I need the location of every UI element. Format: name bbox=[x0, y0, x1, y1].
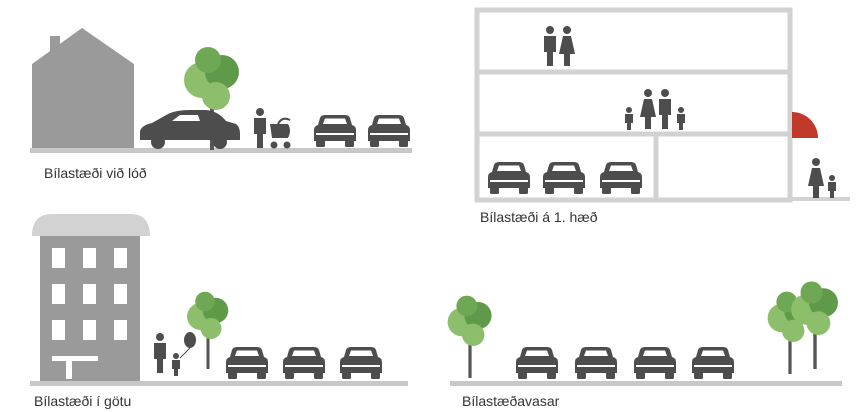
parked-car-icon bbox=[543, 162, 585, 194]
family-icon bbox=[625, 89, 685, 130]
parked-car-icon bbox=[226, 347, 268, 379]
ground-floor-caption: Bílastæði á 1. hæð bbox=[480, 209, 598, 225]
panel-ground-floor-parking: Bílastæði á 1. hæð bbox=[474, 7, 850, 225]
apartment-building-icon bbox=[32, 214, 150, 236]
person-icon bbox=[828, 175, 836, 198]
pockets-caption: Bílastæðavasar bbox=[462, 393, 560, 409]
lot-caption: Bílastæði við lóð bbox=[44, 165, 147, 181]
parked-car-icon bbox=[314, 115, 356, 147]
building-windows bbox=[52, 248, 127, 379]
sedan-car-icon bbox=[140, 110, 240, 149]
ground-line bbox=[450, 381, 842, 386]
street-caption: Bílastæði í götu bbox=[34, 393, 131, 409]
stroller-icon bbox=[270, 117, 291, 149]
door-icon bbox=[792, 112, 818, 138]
person-icon bbox=[808, 158, 824, 198]
parked-car-icon bbox=[488, 162, 530, 194]
ground-line bbox=[30, 381, 408, 386]
person-icon bbox=[254, 108, 266, 148]
parked-car-icon bbox=[575, 347, 617, 379]
tree-icon bbox=[447, 295, 492, 378]
panel-street-parking: Bílastæði í götu bbox=[30, 214, 408, 409]
parked-car-icon bbox=[283, 347, 325, 379]
parked-car-icon bbox=[600, 162, 642, 194]
person-icon bbox=[172, 353, 180, 376]
panel-lot-parking: Bílastæði við lóð bbox=[30, 28, 412, 181]
parked-car-icon bbox=[692, 347, 734, 379]
tree-icon bbox=[187, 291, 229, 369]
person-icon bbox=[154, 333, 166, 373]
balloon-icon bbox=[179, 332, 196, 359]
parked-car-icon bbox=[368, 115, 410, 147]
parked-car-icon bbox=[516, 347, 558, 379]
house-chimney bbox=[50, 36, 60, 58]
parked-car-icon bbox=[634, 347, 676, 379]
ground-line bbox=[30, 148, 412, 153]
parked-car-icon bbox=[340, 347, 382, 379]
apartment-building-outline bbox=[474, 7, 793, 203]
house-icon bbox=[32, 28, 134, 150]
family-icon bbox=[544, 26, 575, 66]
panel-parking-pockets: Bílastæðavasar bbox=[447, 281, 842, 409]
